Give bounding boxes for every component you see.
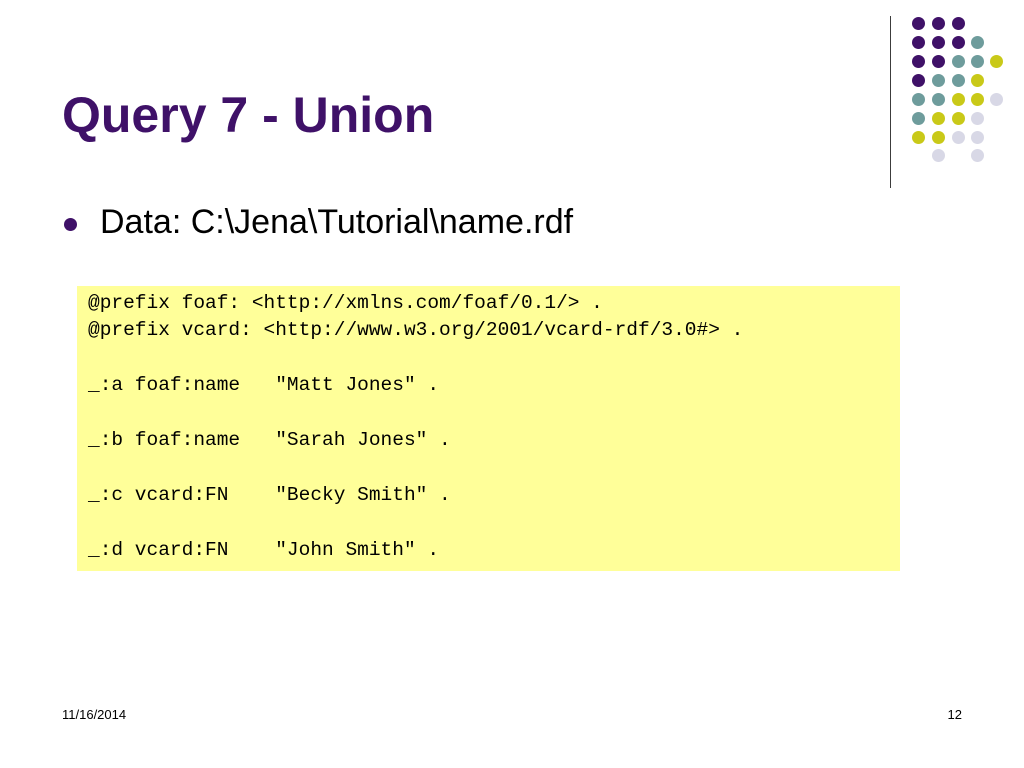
decorative-dot-icon	[911, 16, 925, 30]
decorative-dot-icon	[931, 111, 945, 125]
code-line: @prefix vcard: <http://www.w3.org/2001/v…	[88, 319, 744, 342]
decorative-dot-icon	[911, 92, 925, 106]
code-line: @prefix foaf: <http://xmlns.com/foaf/0.1…	[88, 292, 603, 314]
code-line: _:c vcard:FN "Becky Smith" .	[88, 483, 451, 506]
decorative-dot-icon	[951, 73, 965, 87]
decorative-dot-icon	[911, 73, 925, 87]
decorative-dot-icon	[911, 54, 925, 68]
decorative-dot-icon	[931, 130, 945, 144]
decorative-dot-icon	[970, 92, 984, 106]
decorative-dot-icon	[989, 92, 1003, 106]
bullet-text: Data: C:\Jena\Tutorial\name.rdf	[100, 203, 574, 241]
decorative-dot-icon	[931, 73, 945, 87]
code-block: @prefix foaf: <http://xmlns.com/foaf/0.1…	[77, 286, 900, 571]
decorative-dot-icon	[970, 54, 984, 68]
decorative-dot-icon	[989, 54, 1003, 68]
decorative-dot-icon	[970, 73, 984, 87]
decorative-dot-icon	[951, 54, 965, 68]
bullet-dot-icon	[64, 217, 77, 231]
code-line	[88, 509, 890, 536]
code-line: _:b foaf:name "Sarah Jones" .	[88, 428, 451, 451]
decorative-dot-icon	[970, 148, 984, 162]
slide-title: Query 7 - Union	[62, 87, 435, 143]
bullet-item: Data: C:\Jena\Tutorial\name.rdf	[64, 202, 573, 243]
decorative-dot-icon	[931, 92, 945, 106]
vertical-divider	[890, 16, 891, 188]
decorative-dot-icon	[951, 35, 965, 49]
decorative-dot-icon	[951, 16, 965, 30]
decorative-dot-icon	[931, 16, 945, 30]
code-line: _:a foaf:name "Matt Jones" .	[88, 374, 440, 397]
decorative-dot-icon	[931, 148, 945, 162]
footer-page-number: 12	[947, 707, 962, 722]
decorative-dot-icon	[951, 130, 965, 144]
decorative-dot-icon	[970, 35, 984, 49]
decorative-dot-icon	[970, 111, 984, 125]
decorative-dot-icon	[911, 130, 925, 144]
decorative-dot-icon	[911, 35, 925, 49]
code-line	[88, 400, 890, 427]
decorative-dot-icon	[911, 111, 925, 125]
code-line	[88, 345, 890, 372]
code-line: _:d vcard:FN "John Smith" .	[88, 538, 440, 561]
decorative-dot-icon	[931, 54, 945, 68]
decorative-dot-icon	[931, 35, 945, 49]
decorative-dot-icon	[951, 111, 965, 125]
decorative-dot-icon	[970, 130, 984, 144]
footer-date: 11/16/2014	[62, 707, 127, 722]
decorative-dot-icon	[951, 92, 965, 106]
code-line	[88, 454, 890, 481]
